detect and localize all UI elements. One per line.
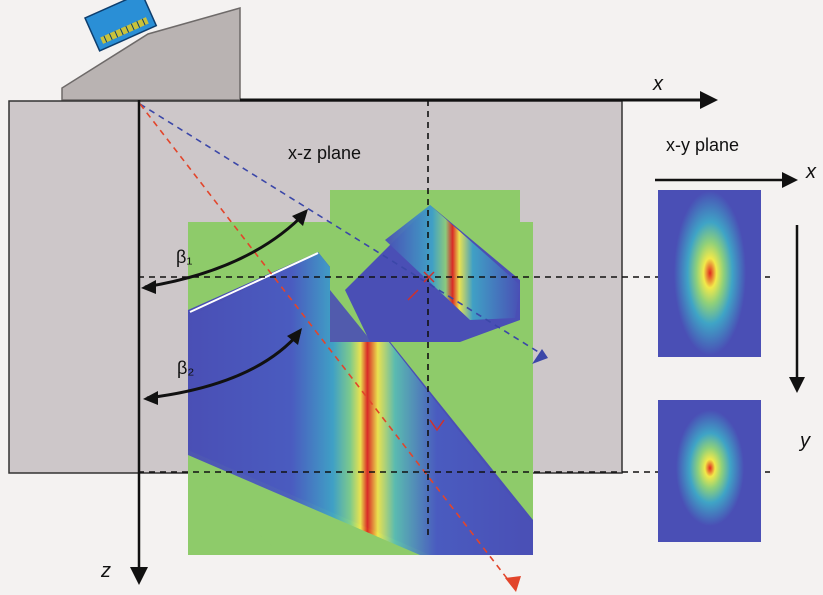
xy-plane-inset	[655, 172, 805, 542]
reference-lines	[138, 100, 770, 591]
beta1-label: β₁	[176, 247, 192, 267]
z-axis-main	[130, 100, 148, 585]
arrow-icon	[130, 567, 148, 585]
beta2-label: β₂	[177, 358, 194, 378]
beam-arrowhead-blue	[532, 349, 548, 364]
focal-marker-beta1	[407, 271, 435, 301]
focal-marker-beta2	[429, 419, 445, 432]
xz-plane-label: x-z plane	[288, 143, 361, 163]
beam-axis-beta1	[139, 103, 549, 359]
beam-axis-beta2	[139, 103, 517, 591]
transducer-wedge	[61, 7, 241, 101]
xy-spot-beta1	[674, 191, 746, 355]
beam-field-beta1	[330, 190, 520, 342]
x-axis-main	[240, 91, 718, 109]
x-axis-main-label: x	[652, 73, 664, 95]
x-axis-inset-label: x	[805, 161, 817, 183]
arrow-icon	[782, 172, 798, 188]
arrow-icon	[700, 91, 718, 109]
arrow-icon	[789, 377, 805, 393]
xy-spot-beta2	[676, 410, 744, 526]
beam-arrowhead-red	[505, 576, 521, 592]
curved-arrow-icon	[144, 211, 307, 289]
y-axis-inset-label: y	[798, 430, 811, 452]
transducer-icon	[61, 0, 241, 101]
xy-plane-label: x-y plane	[666, 135, 739, 155]
z-axis-main-label: z	[100, 560, 111, 582]
curved-arrow-icon	[146, 331, 302, 400]
